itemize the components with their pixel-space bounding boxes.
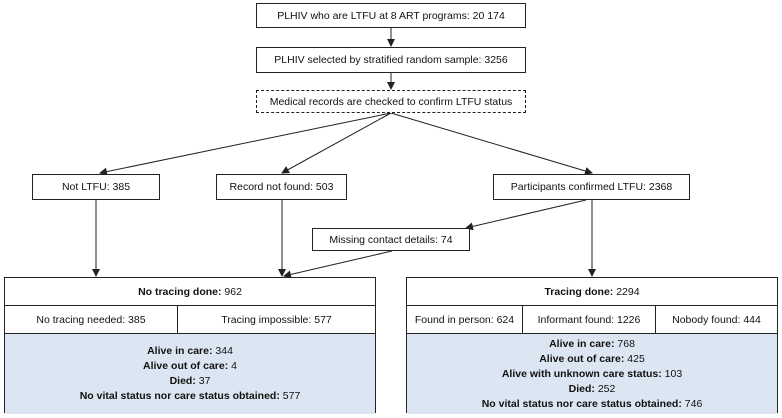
not-ltfu-box: Not LTFU: 385 bbox=[32, 174, 160, 200]
outcome-value: 252 bbox=[594, 382, 616, 395]
found-in-person-cell: Found in person: 624 bbox=[407, 306, 523, 333]
tracing-impossible-text: Tracing impossible: 577 bbox=[221, 313, 332, 326]
outcome-line: No vital status nor care status obtained… bbox=[80, 389, 301, 404]
outcome-label: Alive with unknown care status: bbox=[501, 367, 662, 380]
outcome-label: No vital status nor care status obtained… bbox=[481, 397, 682, 410]
outcome-line: Alive with unknown care status: 103 bbox=[502, 367, 682, 382]
no-tracing-breakdown: No tracing needed: 385 Tracing impossibl… bbox=[5, 306, 375, 334]
tracing-impossible-cell: Tracing impossible: 577 bbox=[178, 306, 375, 333]
confirmed-ltfu-text: Participants confirmed LTFU: 2368 bbox=[510, 181, 673, 193]
no-tracing-title-label: No tracing done: bbox=[138, 285, 222, 298]
arrow-records-to-not-found bbox=[281, 112, 392, 174]
outcome-label: Alive out of care: bbox=[539, 352, 625, 365]
outcome-value: 577 bbox=[279, 390, 301, 402]
informant-found-text: Informant found: 1226 bbox=[537, 313, 641, 326]
arrow-records-to-confirmed bbox=[390, 112, 593, 175]
arrow-missing-to-no-tracing bbox=[283, 250, 393, 279]
outcome-line: Alive in care: 344 bbox=[147, 344, 233, 359]
outcome-label: Died: bbox=[568, 382, 595, 395]
missing-contact-text: Missing contact details: 74 bbox=[329, 233, 453, 246]
outcome-label: Alive out of care: bbox=[143, 360, 229, 372]
informant-found-cell: Informant found: 1226 bbox=[523, 306, 656, 333]
found-in-person-text: Found in person: 624 bbox=[414, 313, 515, 326]
tracing-panel: Tracing done: 2294 Found in person: 624 … bbox=[406, 277, 778, 414]
outcome-line: No vital status nor care status obtained… bbox=[482, 397, 703, 412]
outcome-label: No vital status nor care status obtained… bbox=[79, 390, 280, 402]
outcome-value: 425 bbox=[624, 352, 645, 365]
tracing-title-value: 2294 bbox=[613, 285, 640, 298]
arrow-confirmed-to-missing bbox=[465, 199, 587, 231]
sample-text: PLHIV selected by stratified random samp… bbox=[274, 54, 508, 66]
tracing-breakdown: Found in person: 624 Informant found: 12… bbox=[407, 306, 777, 334]
no-tracing-outcomes: Alive in care: 344 Alive out of care: 4 … bbox=[5, 334, 375, 414]
outcome-line: Died: 37 bbox=[170, 374, 211, 389]
records-check-text: Medical records are checked to confirm L… bbox=[269, 95, 513, 108]
outcome-value: 344 bbox=[212, 345, 233, 357]
outcome-label: Alive in care: bbox=[147, 345, 213, 357]
tracing-title-label: Tracing done: bbox=[544, 285, 614, 298]
no-tracing-needed-text: No tracing needed: 385 bbox=[36, 313, 146, 326]
outcome-label: Alive in care: bbox=[549, 337, 615, 350]
outcome-value: 103 bbox=[661, 367, 683, 380]
arrow-records-to-not-ltfu bbox=[99, 112, 392, 176]
outcome-value: 746 bbox=[681, 397, 703, 410]
outcome-line: Died: 252 bbox=[569, 382, 616, 397]
outcome-value: 4 bbox=[228, 360, 237, 372]
outcome-value: 768 bbox=[614, 337, 635, 350]
outcome-value: 37 bbox=[195, 375, 211, 387]
nobody-found-cell: Nobody found: 444 bbox=[656, 306, 777, 333]
missing-contact-box: Missing contact details: 74 bbox=[312, 228, 470, 251]
outcome-line: Alive out of care: 425 bbox=[539, 352, 645, 367]
confirmed-ltfu-box: Participants confirmed LTFU: 2368 bbox=[493, 174, 690, 200]
sample-box: PLHIV selected by stratified random samp… bbox=[256, 47, 526, 73]
outcome-line: Alive in care: 768 bbox=[549, 337, 635, 352]
no-tracing-panel: No tracing done: 962 No tracing needed: … bbox=[4, 277, 376, 414]
ltfu-programs-text: PLHIV who are LTFU at 8 ART programs: 20… bbox=[277, 9, 505, 22]
record-not-found-box: Record not found: 503 bbox=[216, 174, 347, 200]
ltfu-programs-box: PLHIV who are LTFU at 8 ART programs: 20… bbox=[256, 3, 526, 28]
record-not-found-text: Record not found: 503 bbox=[229, 181, 334, 193]
outcome-line: Alive out of care: 4 bbox=[143, 359, 237, 374]
no-tracing-title-value: 962 bbox=[221, 285, 242, 298]
no-tracing-header: No tracing done: 962 bbox=[5, 278, 375, 306]
nobody-found-text: Nobody found: 444 bbox=[672, 313, 761, 326]
tracing-header: Tracing done: 2294 bbox=[407, 278, 777, 306]
outcome-label: Died: bbox=[169, 375, 196, 387]
not-ltfu-text: Not LTFU: 385 bbox=[61, 181, 131, 193]
tracing-outcomes: Alive in care: 768 Alive out of care: 42… bbox=[407, 334, 777, 414]
records-check-box: Medical records are checked to confirm L… bbox=[256, 90, 526, 113]
no-tracing-needed-cell: No tracing needed: 385 bbox=[5, 306, 178, 333]
